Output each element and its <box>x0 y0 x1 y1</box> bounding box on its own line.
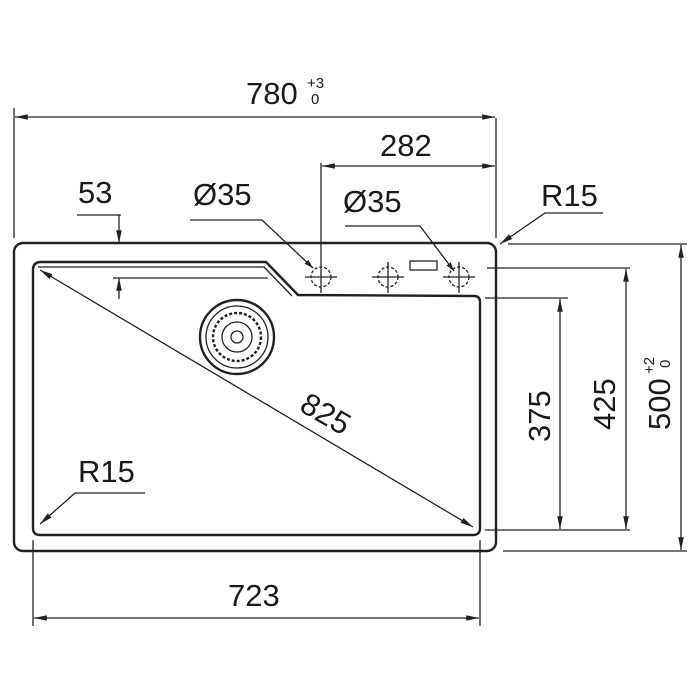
label-overall-depth-tol-upper: +2 <box>641 357 658 374</box>
label-overall-width-tol-lower: 0 <box>311 91 319 108</box>
label-overall-depth-tol-lower: 0 <box>657 360 674 368</box>
label-overall-width-tol-upper: +3 <box>307 75 324 92</box>
bowl-outline <box>31 260 482 537</box>
label-rim-depth: 53 <box>78 175 112 210</box>
drain-icon <box>198 298 276 376</box>
label-bowl-width: 723 <box>228 578 280 613</box>
sink-outer-outline <box>12 241 498 553</box>
label-corner-radius-bowl: R15 <box>78 454 135 489</box>
label-tap-offset: 282 <box>380 128 432 163</box>
tap-hole-middle-icon <box>372 262 404 293</box>
label-tap-hole-right: Ø35 <box>343 184 402 219</box>
label-bowl-diagonal: 825 <box>295 386 357 442</box>
tap-hole-left-icon <box>305 262 337 293</box>
overflow-slot <box>409 260 438 271</box>
label-inner-height: 425 <box>587 378 622 430</box>
label-overall-width: 780 <box>246 76 298 111</box>
tap-hole-right-icon <box>443 262 475 293</box>
label-overall-depth: 500 <box>642 378 677 430</box>
label-tap-hole-left: Ø35 <box>193 177 252 212</box>
label-bowl-height: 375 <box>522 390 557 442</box>
dim-line-bowl-diagonal <box>39 269 474 528</box>
label-corner-radius-outer: R15 <box>541 178 598 213</box>
